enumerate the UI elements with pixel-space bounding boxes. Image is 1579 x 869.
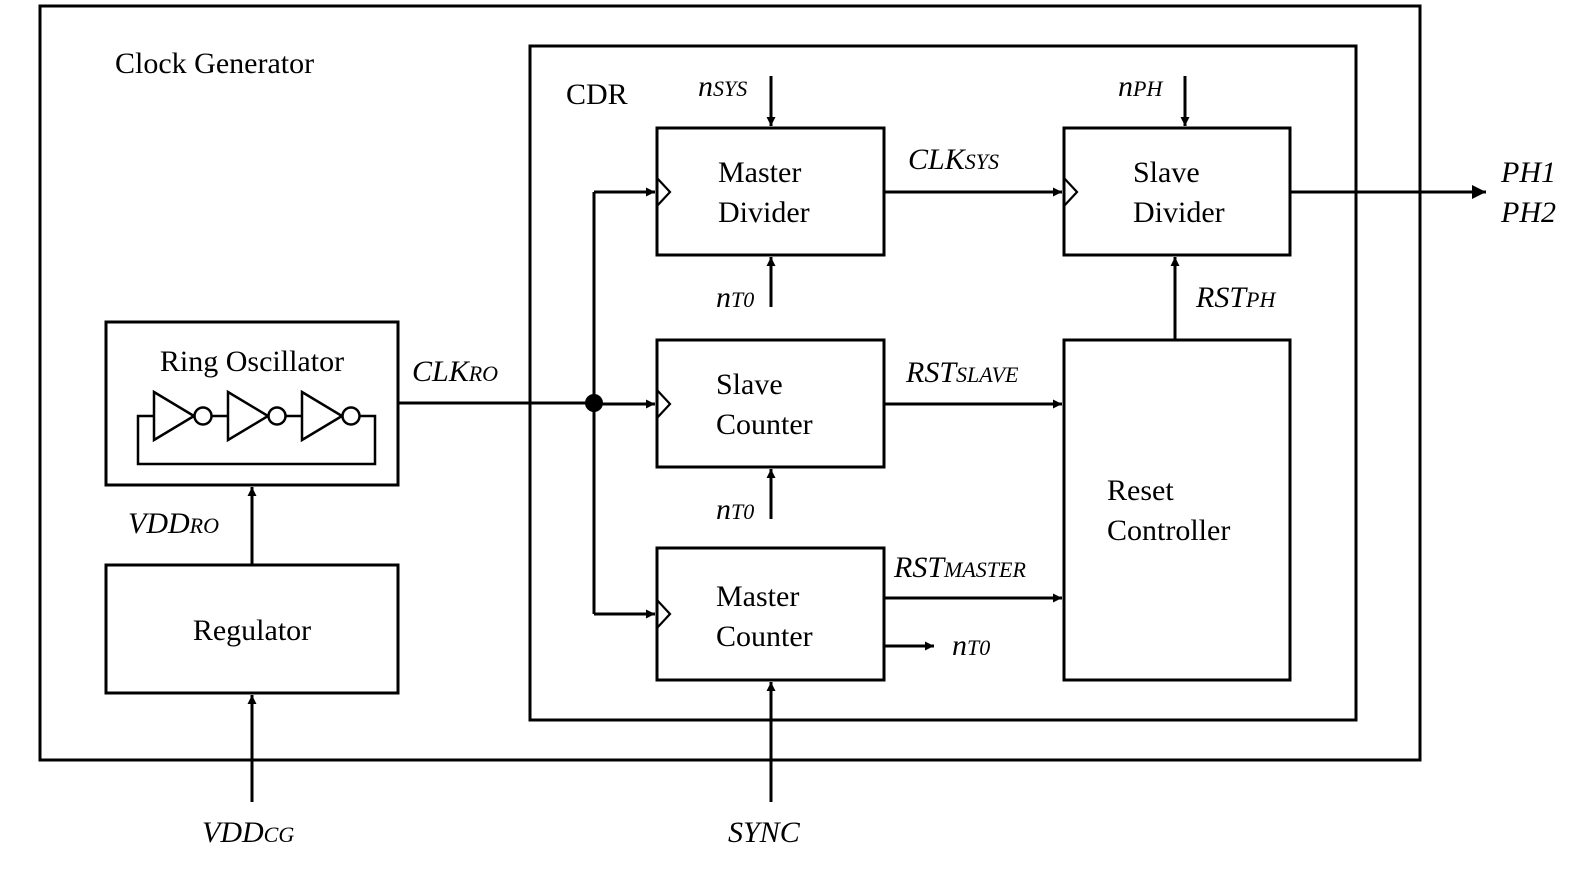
vdd-ro-sub: RO	[189, 513, 219, 538]
n-ph-label: nPH	[1118, 70, 1163, 103]
vdd-cg-label: VDDCG	[202, 816, 294, 849]
n-t0-label-2: nT0	[716, 493, 754, 526]
ring-oscillator-label: Ring Oscillator	[160, 345, 344, 378]
slave-counter-label-line1: Slave	[716, 368, 783, 401]
clock-generator-frame	[38, 4, 1422, 762]
vdd-cg-base: VDD	[202, 816, 264, 849]
slave-counter-box	[655, 338, 886, 469]
slave-divider-clock-input	[1063, 177, 1079, 207]
ring-oscillator-block: Ring Oscillator	[104, 320, 400, 487]
rst-slave-base: RST	[905, 356, 958, 389]
clk-sys-sub: SYS	[965, 149, 999, 174]
cdr-title: CDR	[566, 78, 628, 111]
master-divider-label-line1: Master	[718, 156, 801, 189]
master-divider-label-line2: Divider	[718, 196, 810, 229]
n-t0-sub-3: T0	[967, 635, 990, 660]
master-counter-clock-input	[656, 599, 672, 629]
rst-master-base: RST	[893, 551, 946, 584]
n-t0-base-1: n	[716, 281, 731, 314]
n-t0-sub-1: T0	[731, 287, 754, 312]
reset-controller-label-line1: Reset	[1107, 474, 1174, 507]
vdd-ro-label: VDDRO	[128, 507, 219, 540]
master-counter-label-line1: Master	[716, 580, 799, 613]
rst-ph-label: RSTPH	[1195, 281, 1276, 314]
rst-slave-label: RSTSLAVE	[905, 356, 1019, 389]
clock-generator-title: Clock Generator	[115, 47, 314, 80]
vdd-ro-base: VDD	[128, 507, 190, 540]
clk-ro-label: CLKRO	[412, 355, 498, 388]
reset-controller-box	[1062, 338, 1292, 682]
n-t0-base-3: n	[952, 629, 967, 662]
slave-divider-label-line2: Divider	[1133, 196, 1225, 229]
slave-counter-label-line2: Counter	[716, 408, 813, 441]
n-ph-base: n	[1118, 70, 1133, 103]
n-ph-sub: PH	[1132, 76, 1163, 101]
rst-slave-sub: SLAVE	[956, 362, 1019, 387]
n-t0-label-1: nT0	[716, 281, 754, 314]
regulator-label: Regulator	[193, 614, 311, 647]
sync-label: SYNC	[728, 816, 801, 849]
rst-master-label: RSTMASTER	[893, 551, 1026, 584]
n-sys-sub: SYS	[713, 76, 747, 101]
vdd-cg-sub: CG	[264, 822, 295, 847]
master-counter-label-line2: Counter	[716, 620, 813, 653]
ph2-label: PH2	[1500, 196, 1556, 229]
clk-ro-base: CLK	[412, 355, 471, 388]
rst-ph-sub: PH	[1245, 287, 1276, 312]
slave-divider-label-line1: Slave	[1133, 156, 1200, 189]
n-t0-sub-2: T0	[731, 499, 754, 524]
clk-ro-sub: RO	[468, 361, 498, 386]
cdr-frame	[528, 44, 1358, 722]
inverter-chain-icon	[136, 389, 377, 466]
n-sys-base: n	[698, 70, 713, 103]
n-sys-label: nSYS	[698, 70, 747, 103]
ph1-label: PH1	[1500, 156, 1556, 189]
rst-master-sub: MASTER	[943, 557, 1026, 582]
slave-counter-clock-input	[656, 389, 672, 419]
n-t0-base-2: n	[716, 493, 731, 526]
n-t0-label-3: nT0	[952, 629, 990, 662]
rst-ph-base: RST	[1195, 281, 1248, 314]
slave-divider-box	[1062, 126, 1292, 257]
master-counter-box	[655, 546, 886, 682]
master-divider-clock-input	[656, 177, 672, 207]
clk-sys-label: CLKSYS	[908, 143, 999, 176]
reset-controller-label-line2: Controller	[1107, 514, 1230, 547]
master-divider-box	[655, 126, 886, 257]
clk-sys-base: CLK	[908, 143, 967, 176]
